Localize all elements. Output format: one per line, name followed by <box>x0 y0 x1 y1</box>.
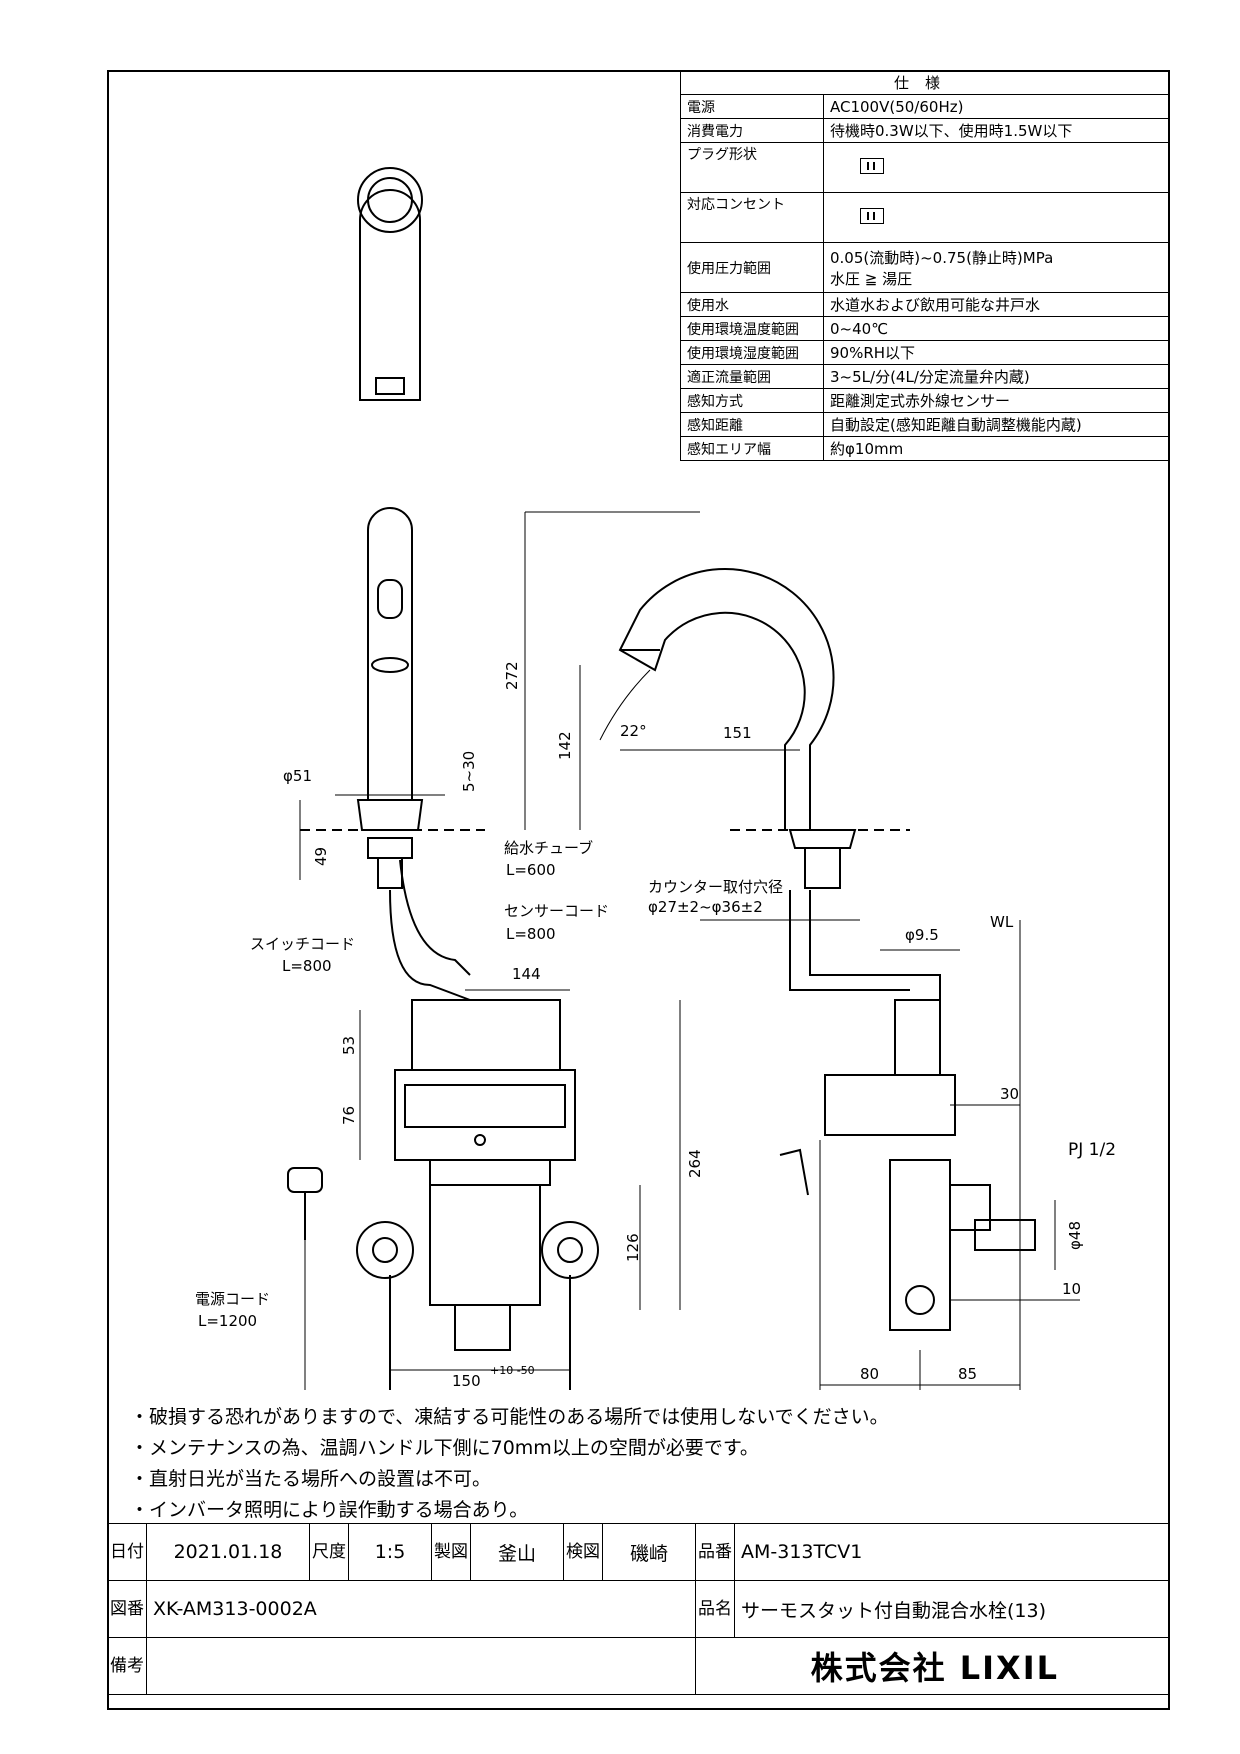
remarks-label: 備考 <box>107 1637 147 1695</box>
product-no-label: 品番 <box>695 1523 735 1581</box>
scale-label: 尺度 <box>309 1523 349 1581</box>
supply-tube-length: L=600 <box>506 861 556 879</box>
dim-10: 10 <box>1062 1280 1082 1298</box>
date-value: 2021.01.18 <box>146 1523 310 1581</box>
product-no: AM-313TCV1 <box>734 1523 1170 1581</box>
note: ・インバータ照明により誤作動する場合あり。 <box>130 1499 529 1521</box>
switch-cord-label: スイッチコード <box>250 935 356 953</box>
note: ・メンテナンスの為、温調ハンドル下側に70mm以上の空間が必要です。 <box>130 1437 759 1459</box>
checked-by: 磯崎 <box>602 1523 696 1581</box>
drawn-label: 製図 <box>431 1523 471 1581</box>
drawn-by: 釜山 <box>470 1523 564 1581</box>
spec-value: 水道水および飲用可能な井戸水 <box>823 292 1170 317</box>
spec-value: 約φ10mm <box>823 436 1170 461</box>
front-view <box>287 507 681 1390</box>
dim-phi48: φ48 <box>1066 1221 1084 1250</box>
spec-value: 自動設定(感知距離自動調整機能内蔵) <box>823 412 1170 437</box>
counter-hole-label: カウンター取付穴径 <box>648 878 784 896</box>
spec-key: プラグ形状 <box>680 142 824 193</box>
top-view <box>357 167 423 401</box>
spec-key: 使用圧力範囲 <box>680 242 824 293</box>
spec-key: 使用環境温度範囲 <box>680 316 824 341</box>
product-name: サーモスタット付自動混合水栓(13) <box>734 1580 1170 1638</box>
dim-151: 151 <box>723 724 752 742</box>
spec-value <box>823 142 1170 193</box>
dim-53: 53 <box>340 1035 358 1055</box>
side-view <box>524 511 1080 1390</box>
dim-angle-22: 22° <box>620 722 647 740</box>
date-label: 日付 <box>107 1523 147 1581</box>
outlet-icon <box>860 207 884 224</box>
dim-76: 76 <box>340 1105 358 1125</box>
spec-key: 使用環境湿度範囲 <box>680 340 824 365</box>
drawing-frame <box>107 70 1170 1710</box>
checked-label: 検図 <box>563 1523 603 1581</box>
sensor-cord-length: L=800 <box>506 925 556 943</box>
dim-150: 150 <box>452 1372 481 1390</box>
spec-value: 距離測定式赤外線センサー <box>823 388 1170 413</box>
spec-value: 0.05(流動時)~0.75(静止時)MPa 水圧 ≧ 湯圧 <box>823 242 1170 293</box>
scale-value: 1:5 <box>348 1523 432 1581</box>
product-name-label: 品名 <box>695 1580 735 1638</box>
sensor-cord-label: センサーコード <box>504 902 610 920</box>
company-name: 株式会社 LIXIL <box>695 1637 1170 1695</box>
water-level-label: WL <box>990 913 1014 931</box>
power-cord-length: L=1200 <box>198 1312 258 1330</box>
dim-phi51: φ51 <box>283 767 312 785</box>
switch-cord-length: L=800 <box>282 957 332 975</box>
dim-49: 49 <box>312 846 330 866</box>
pipe-thread-label: PJ 1/2 <box>1068 1140 1117 1160</box>
dim-272: 272 <box>503 661 521 690</box>
dim-264: 264 <box>686 1149 704 1178</box>
dim-85: 85 <box>958 1365 978 1383</box>
title-block: 日付 2021.01.18 尺度 1:5 製図 釜山 検図 磯崎 品番 AM-3… <box>107 1523 1170 1695</box>
plug-icon <box>860 157 884 174</box>
dim-150-tolerance: +10 -50 <box>490 1364 535 1377</box>
dim-30: 30 <box>1000 1085 1020 1103</box>
power-cord-label: 電源コード <box>195 1290 271 1308</box>
remarks <box>146 1637 696 1695</box>
spec-value: AC100V(50/60Hz) <box>823 94 1170 119</box>
dim-5-30: 5~30 <box>460 750 478 792</box>
notes: ・破損する恐れがありますので、凍結する可能性のある場所では使用しないでください。… <box>130 1402 889 1526</box>
pressure-range: 0.05(流動時)~0.75(静止時)MPa <box>830 248 1054 267</box>
note: ・直射日光が当たる場所への設置は不可。 <box>130 1468 492 1490</box>
spec-key: 電源 <box>680 94 824 119</box>
spec-key: 感知距離 <box>680 412 824 437</box>
dim-142: 142 <box>556 731 574 760</box>
drawing-no: XK-AM313-0002A <box>146 1580 696 1638</box>
dim-126: 126 <box>624 1233 642 1262</box>
drawing-no-label: 図番 <box>107 1580 147 1638</box>
dim-phi9-5: φ9.5 <box>905 926 939 944</box>
pressure-note: 水圧 ≧ 湯圧 <box>830 269 913 288</box>
dim-144: 144 <box>512 965 541 983</box>
spec-key: 対応コンセント <box>680 192 824 243</box>
counter-hole-diameter: φ27±2~φ36±2 <box>648 898 763 916</box>
spec-value: 0~40℃ <box>823 316 1170 341</box>
dim-80: 80 <box>860 1365 880 1383</box>
note: ・破損する恐れがありますので、凍結する可能性のある場所では使用しないでください。 <box>130 1406 889 1428</box>
supply-tube-label: 給水チューブ <box>504 839 594 857</box>
spec-key: 感知方式 <box>680 388 824 413</box>
